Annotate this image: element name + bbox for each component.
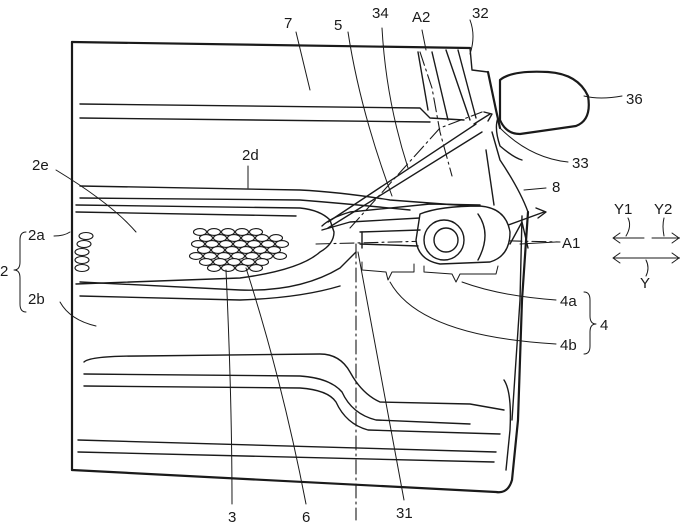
upper-trim-7 — [79, 49, 477, 211]
hole — [248, 264, 264, 272]
hole — [192, 228, 208, 236]
hole — [210, 246, 226, 254]
hole — [246, 240, 262, 248]
label-33: 33 — [572, 155, 589, 172]
speaker-hole-pattern-3 — [188, 228, 290, 272]
hole — [254, 258, 270, 266]
brace-4 — [583, 291, 597, 355]
hole — [232, 240, 248, 248]
hole — [254, 234, 270, 242]
door-panel-outline — [70, 40, 530, 494]
hole — [252, 246, 268, 254]
hole — [220, 228, 236, 236]
brace-2 — [13, 231, 27, 313]
hole — [268, 234, 284, 242]
label-31: 31 — [396, 505, 413, 522]
hole — [234, 228, 250, 236]
hole — [198, 234, 214, 242]
hole — [234, 264, 250, 272]
label-5: 5 — [334, 17, 342, 34]
label-6: 6 — [302, 509, 310, 526]
brace-4b — [361, 261, 415, 281]
direction-legend — [612, 217, 680, 277]
brace-4a — [423, 265, 499, 283]
hole — [238, 246, 254, 254]
light-guide-5 — [321, 123, 483, 231]
hole — [218, 240, 234, 248]
leader-lines — [53, 19, 623, 505]
label-2a: 2a — [28, 227, 45, 244]
edge-holes — [74, 231, 94, 273]
hole — [248, 228, 264, 236]
label-4a: 4a — [560, 293, 577, 310]
hole — [204, 240, 220, 248]
hole — [196, 246, 212, 254]
label-2: 2 — [0, 263, 8, 280]
label-4b: 4b — [560, 337, 577, 354]
label-8: 8 — [552, 179, 560, 196]
label-2b: 2b — [28, 291, 45, 308]
hole — [224, 246, 240, 254]
hole — [212, 234, 228, 242]
hole — [190, 240, 206, 248]
hole — [226, 258, 242, 266]
hole — [274, 240, 290, 248]
lamp-unit-4 — [359, 205, 511, 265]
hole — [198, 258, 214, 266]
hole — [188, 252, 204, 260]
label-Y: Y — [640, 275, 650, 292]
label-32: 32 — [472, 5, 489, 22]
mirror-36 — [495, 70, 590, 161]
hole — [240, 234, 256, 242]
label-36: 36 — [626, 91, 643, 108]
hole — [226, 234, 242, 242]
hole — [240, 258, 256, 266]
label-2d: 2d — [242, 147, 259, 164]
hole — [260, 240, 276, 248]
label-2e: 2e — [32, 157, 49, 174]
label-7: 7 — [284, 15, 292, 32]
label-A2: A2 — [412, 9, 430, 26]
hole — [212, 258, 228, 266]
grip-2a — [75, 204, 357, 301]
hole — [266, 246, 282, 254]
hole — [220, 264, 236, 272]
hole — [206, 264, 222, 272]
hole — [272, 252, 288, 260]
label-Y1: Y1 — [614, 201, 632, 218]
label-3: 3 — [228, 509, 236, 526]
label-34: 34 — [372, 5, 389, 22]
lower-pocket — [77, 353, 512, 471]
label-4: 4 — [600, 317, 608, 334]
label-Y2: Y2 — [654, 201, 672, 218]
hole — [206, 228, 222, 236]
reference-labels: 7 5 34 A2 32 36 2d 2e 33 8 Y1 Y2 Y A1 2a… — [0, 5, 672, 526]
label-A1: A1 — [562, 235, 580, 252]
